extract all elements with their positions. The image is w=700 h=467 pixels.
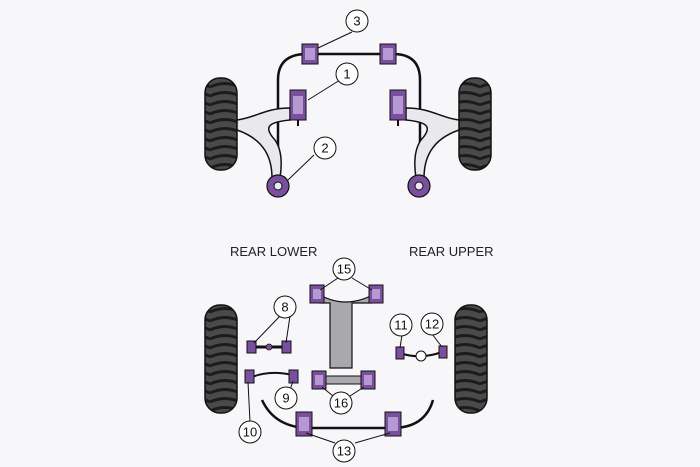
link-11-12 bbox=[395, 345, 448, 362]
leader-16a bbox=[321, 386, 334, 397]
leader-12 bbox=[431, 333, 443, 348]
link-9-10 bbox=[244, 369, 299, 384]
front-anti-roll-bar bbox=[276, 52, 422, 180]
rear-right-tyre bbox=[454, 304, 488, 414]
front-right-wishbone bbox=[405, 107, 460, 179]
callout-15: 15 bbox=[332, 257, 356, 281]
front-left-wishbone bbox=[236, 107, 291, 179]
callout-2: 2 bbox=[313, 136, 337, 160]
callout-8: 8 bbox=[273, 295, 297, 319]
leader-10 bbox=[247, 381, 251, 423]
front-assembly: 3 1 2 bbox=[204, 9, 492, 198]
bush-16-left bbox=[311, 370, 327, 390]
rear-anti-roll-bar bbox=[260, 399, 435, 430]
callout-13: 13 bbox=[332, 439, 356, 463]
bush-15-left bbox=[309, 284, 325, 304]
bush-wishbone-rear-left bbox=[266, 174, 290, 198]
leader-2 bbox=[287, 154, 315, 181]
label-rear-lower: REAR LOWER bbox=[230, 244, 317, 259]
callout-2-text: 2 bbox=[321, 141, 328, 156]
leader-11 bbox=[399, 334, 403, 349]
leader-15b bbox=[351, 277, 373, 291]
callout-12: 12 bbox=[420, 312, 444, 336]
callout-10: 10 bbox=[238, 420, 262, 444]
leader-13a bbox=[305, 432, 336, 444]
front-right-tyre bbox=[458, 77, 492, 171]
callout-8-text: 8 bbox=[281, 300, 288, 315]
bush-wishbone-rear-right bbox=[407, 174, 431, 198]
callout-9: 9 bbox=[274, 386, 298, 410]
callout-15-text: 15 bbox=[337, 262, 351, 277]
leader-8a bbox=[253, 315, 281, 344]
bush-anti-roll-left bbox=[301, 43, 319, 65]
bush-13-left bbox=[295, 411, 313, 437]
bush-13-right bbox=[384, 411, 402, 437]
rear-left-tyre bbox=[204, 304, 238, 414]
callout-9-text: 9 bbox=[282, 391, 289, 406]
leader-15a bbox=[319, 277, 339, 291]
callout-11-text: 11 bbox=[394, 318, 408, 333]
bush-16-right bbox=[360, 370, 376, 390]
front-left-tyre bbox=[204, 77, 238, 171]
bush-15-right bbox=[368, 284, 384, 304]
bush-wishbone-front-right bbox=[389, 89, 407, 126]
callout-1: 1 bbox=[335, 62, 359, 86]
bush-wishbone-front-left bbox=[289, 89, 307, 126]
leader-3 bbox=[317, 31, 353, 49]
callout-12-text: 12 bbox=[425, 317, 439, 332]
leader-16b bbox=[349, 386, 365, 397]
leader-8b bbox=[285, 315, 291, 344]
bush-anti-roll-right bbox=[379, 43, 397, 65]
callout-3: 3 bbox=[345, 9, 369, 33]
callout-11: 11 bbox=[389, 313, 413, 337]
rear-assembly: 15 8 11 12 9 16 10 13 bbox=[204, 257, 488, 463]
label-rear-upper: REAR UPPER bbox=[409, 244, 494, 259]
callout-1-text: 1 bbox=[343, 67, 350, 82]
callout-3-text: 3 bbox=[353, 14, 360, 29]
leader-1 bbox=[307, 79, 341, 101]
link-8 bbox=[246, 340, 292, 354]
callout-13-text: 13 bbox=[337, 444, 351, 459]
callout-16: 16 bbox=[329, 391, 353, 415]
callout-16-text: 16 bbox=[334, 396, 348, 411]
callout-10-text: 10 bbox=[243, 425, 257, 440]
leader-13b bbox=[354, 432, 391, 444]
